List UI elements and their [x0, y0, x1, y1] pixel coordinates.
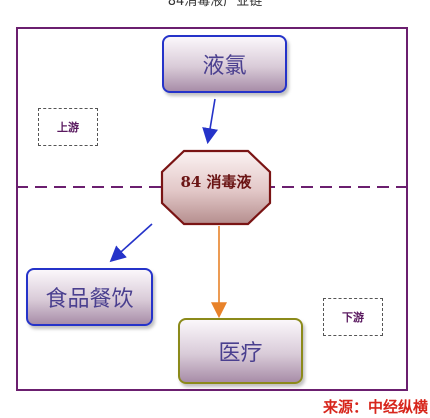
downstream-tag: 下游 [323, 298, 383, 336]
upstream-tag: 上游 [38, 108, 98, 146]
arrow-chlorine-to-disinfectant [202, 98, 218, 145]
node-disinfectant-label: 84 消毒液 [180, 172, 252, 191]
source-note: 来源：中经纵横 [322, 398, 428, 416]
page-title: 84消毒液产业链 [167, 0, 263, 9]
node-liquid-chlorine: 液氯 [162, 35, 287, 93]
arrow-disinfectant-to-food [109, 223, 153, 263]
node-medical: 医疗 [178, 318, 303, 384]
diagram-frame [16, 27, 408, 391]
disinfectant-octagon [160, 149, 272, 226]
node-food-catering: 食品餐饮 [26, 268, 153, 326]
